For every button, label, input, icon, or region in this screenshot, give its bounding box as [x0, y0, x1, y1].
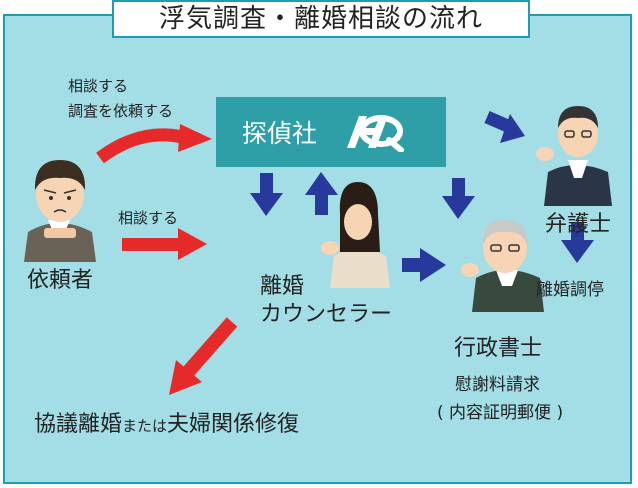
- detective-agency-box: 探偵社: [216, 97, 446, 167]
- agency-name: 探偵社: [242, 119, 318, 148]
- mediation-label: 離婚調停: [536, 280, 604, 300]
- outcome-reconcile: 夫婦関係修復: [167, 412, 300, 437]
- label-consult-1: 相談する: [68, 77, 129, 95]
- lawyer-label: 弁護士: [545, 212, 612, 237]
- red-straight-arrow: [122, 228, 207, 260]
- counselor-person-icon: [321, 182, 390, 288]
- outcome-text: 協議離婚または夫婦関係修復: [34, 406, 299, 438]
- scrivener-person-icon: [461, 220, 544, 312]
- client-label: 依頼者: [27, 268, 94, 293]
- blue-arrow-agency-to-scrivener: [442, 178, 475, 219]
- outcome-divorce: 協議離婚: [34, 412, 123, 437]
- title-text: 浮気調査・離婚相談の流れ: [158, 3, 483, 34]
- diagram-title: 浮気調査・離婚相談の流れ: [112, 0, 530, 38]
- label-consult-2: 相談する: [118, 209, 179, 227]
- scrivener-label: 行政書士: [454, 336, 543, 361]
- blue-arrow-counselor-to-agency: [305, 172, 338, 215]
- consolation-claim-note: 慰謝料請求: [455, 375, 540, 395]
- outcome-or: または: [122, 417, 168, 435]
- blue-arrow-agency-to-lawyer: [484, 111, 525, 143]
- certified-mail-note: ( 内容証明郵便 ): [437, 403, 564, 423]
- lawyer-person-icon: [536, 106, 612, 206]
- counselor-label-line2: カウンセラー: [260, 302, 393, 327]
- counselor-label-line1: 離婚: [260, 274, 305, 299]
- client-person-icon: [24, 160, 96, 262]
- blue-arrow-agency-to-counselor: [250, 173, 283, 216]
- red-diagonal-arrow: [169, 317, 238, 395]
- agency-logo-icon: [347, 115, 405, 152]
- label-request-investigation: 調査を依頼する: [68, 102, 174, 120]
- blue-arrow-lawyer-to-scrivener: [561, 222, 594, 263]
- red-curved-arrow: [96, 124, 212, 164]
- diagram-panel: [3, 14, 632, 484]
- blue-arrow-counselor-to-scrivener: [402, 248, 446, 282]
